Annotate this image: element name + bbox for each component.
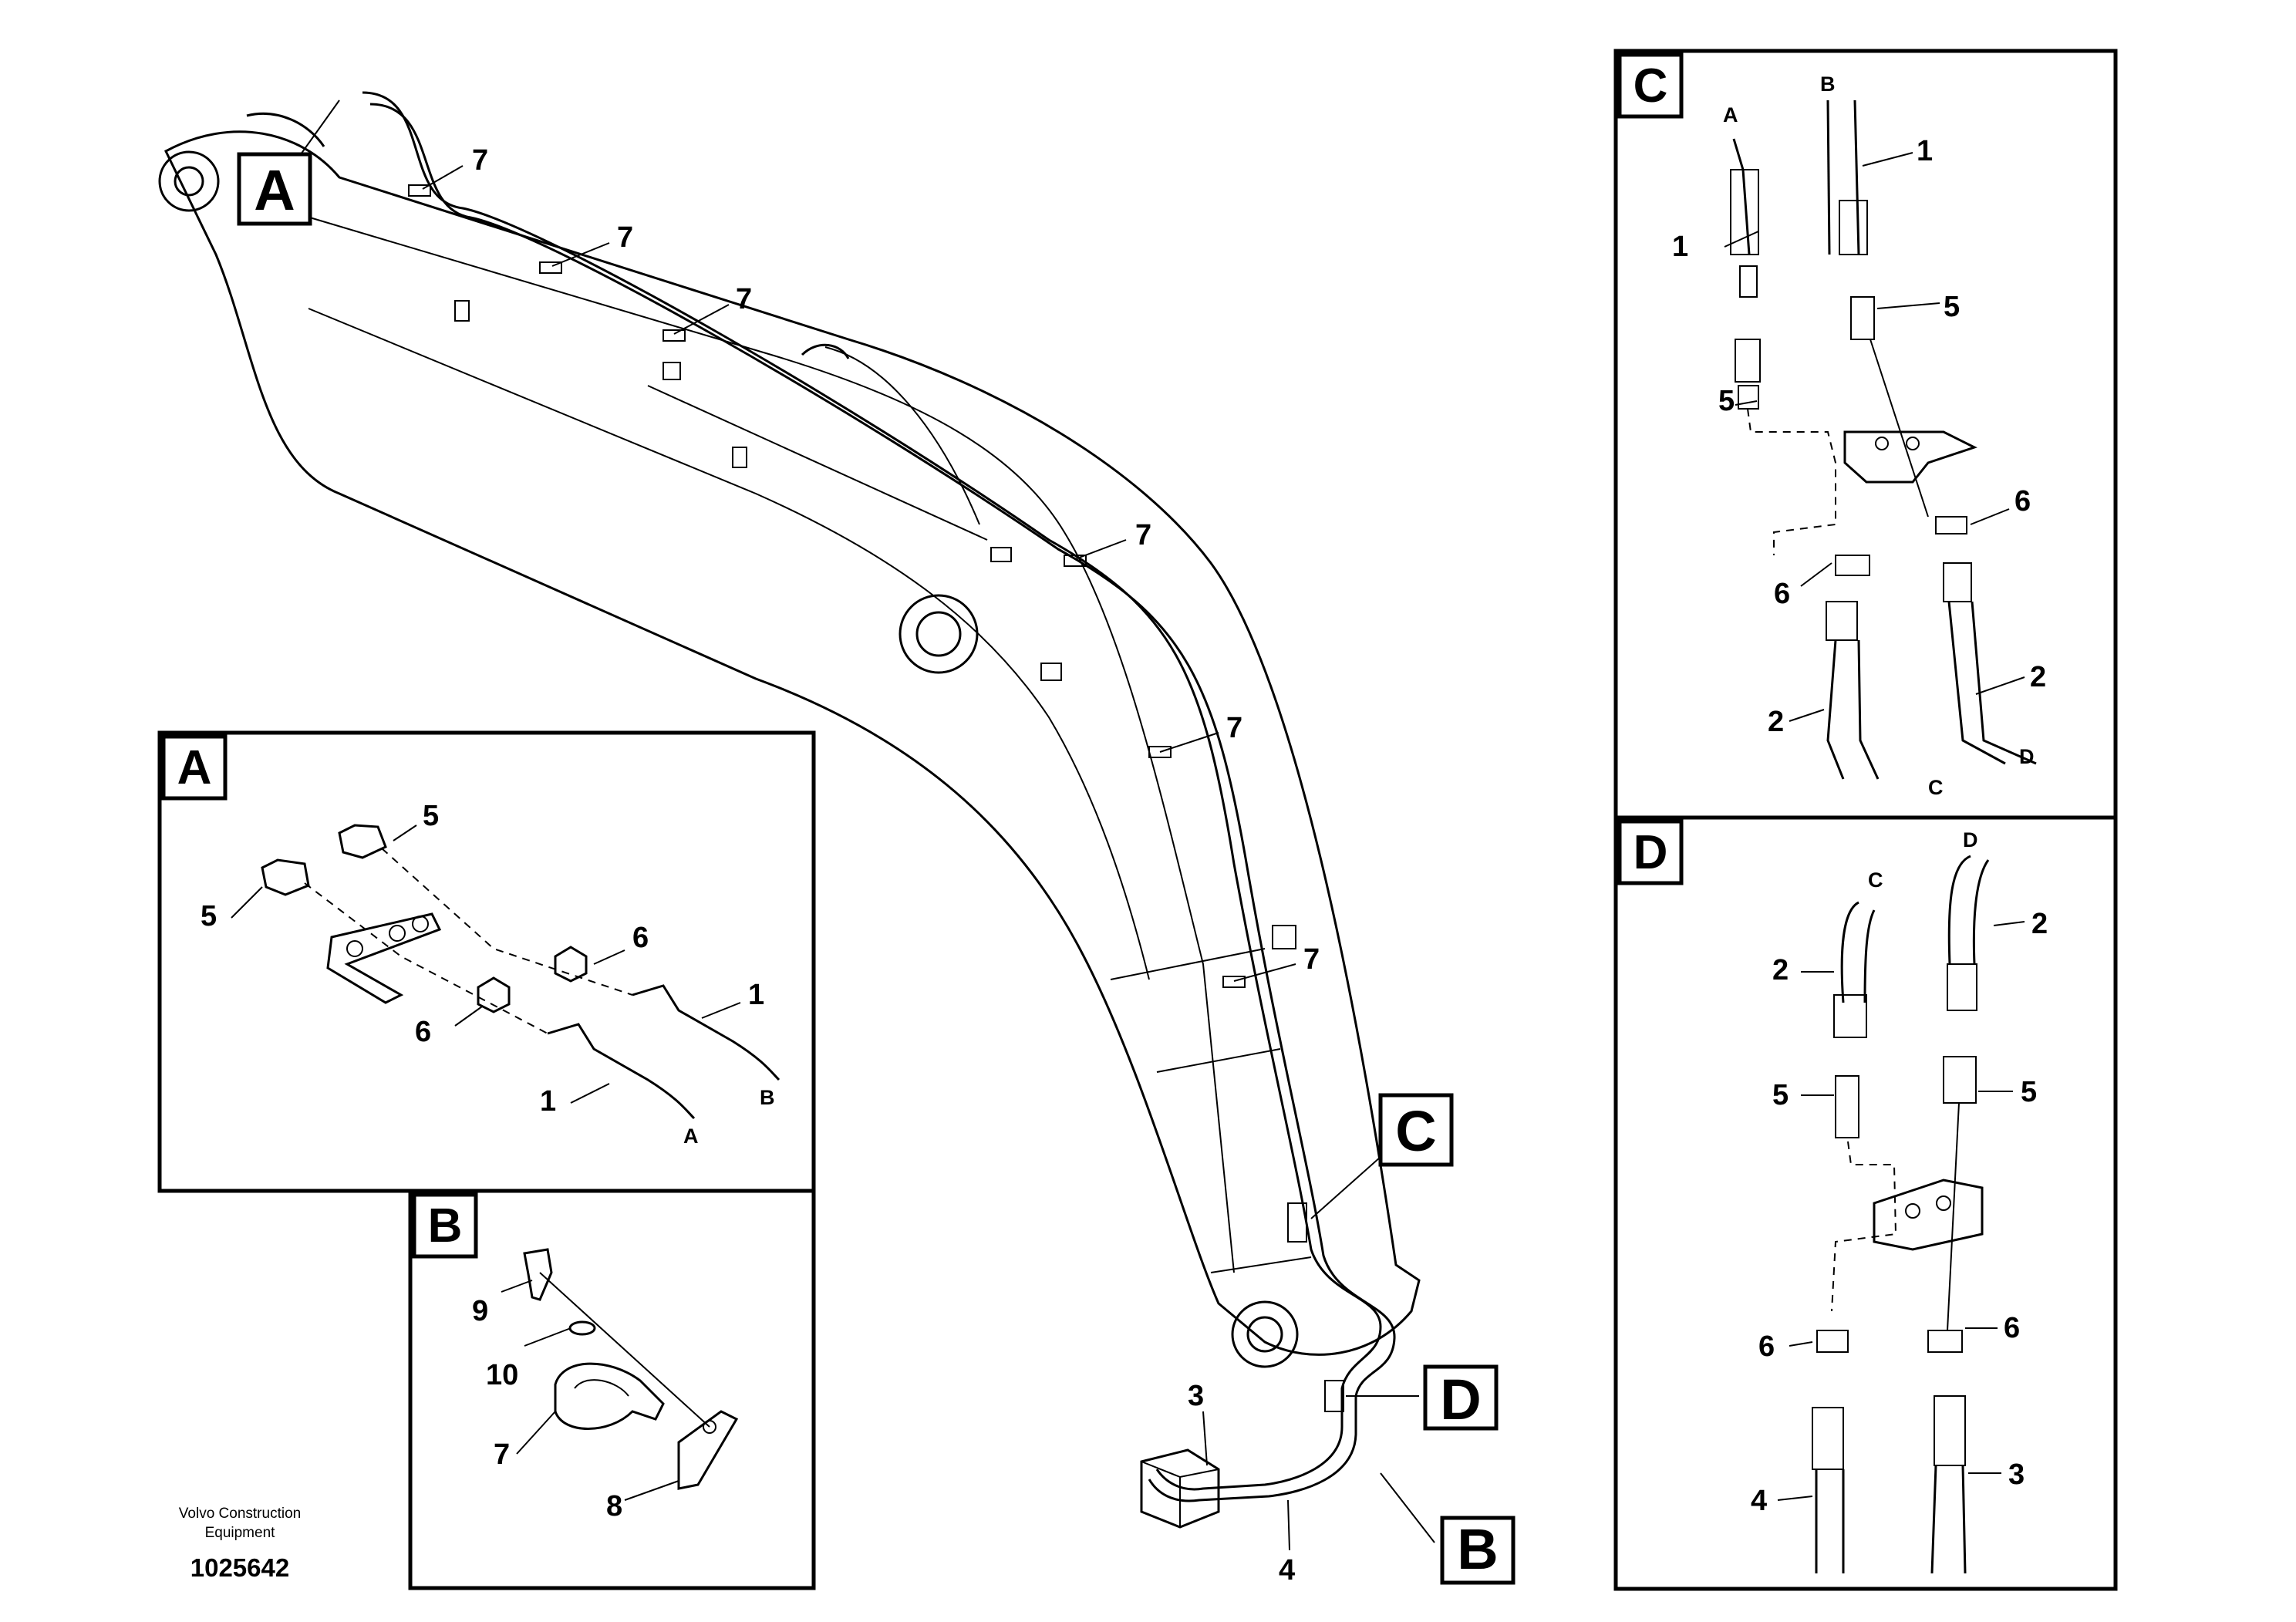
detail-b-title: B xyxy=(428,1199,463,1253)
svg-text:C: C xyxy=(1395,1099,1436,1163)
item-6-label: 6 xyxy=(2004,1312,2020,1344)
item-2-label: 2 xyxy=(1772,954,1789,986)
svg-text:A: A xyxy=(254,158,295,222)
detail-a-panel: A 5 5 6 6 1 1 B A xyxy=(157,730,816,1193)
callout-c-main[interactable]: C xyxy=(1378,1093,1454,1167)
item-5-label: 5 xyxy=(1772,1079,1789,1111)
item-1-label: 1 xyxy=(1672,231,1688,263)
hose-end-b: B xyxy=(760,1086,775,1109)
hose-end-d: D xyxy=(1963,828,1978,851)
hose-end-a: A xyxy=(683,1125,699,1148)
footer-company-line1: Volvo Construction xyxy=(179,1506,301,1522)
item-5-label: 5 xyxy=(201,900,217,932)
boom-hose-pair xyxy=(362,91,1396,1529)
item-5-label: 5 xyxy=(1944,291,1960,323)
item-7-label: 7 xyxy=(494,1438,510,1471)
item-5-label: 5 xyxy=(423,800,439,832)
item-2-label: 2 xyxy=(1768,706,1784,738)
detail-b-panel: B 9 10 7 8 xyxy=(408,1189,816,1590)
callout-d-main[interactable]: D xyxy=(1423,1364,1499,1431)
detail-a-title: A xyxy=(177,741,212,794)
item-2-label: 2 xyxy=(2030,661,2046,693)
footer-part-number: 1025642 xyxy=(190,1553,289,1582)
item-5-label: 5 xyxy=(2021,1076,2037,1108)
item-10-label: 10 xyxy=(486,1359,518,1391)
item-6-label: 6 xyxy=(415,1016,431,1048)
item-4-label: 4 xyxy=(1279,1554,1295,1587)
boom-assembly xyxy=(158,112,1421,1368)
item-6-label: 6 xyxy=(632,922,649,954)
callout-a-main[interactable]: A xyxy=(237,152,312,226)
hose-end-d: D xyxy=(2019,745,2035,768)
item-3-label: 3 xyxy=(1188,1380,1204,1412)
item-6-label: 6 xyxy=(1774,578,1790,610)
item-9-label: 9 xyxy=(472,1295,488,1327)
detail-d-panel: D C D 2 2 5 5 xyxy=(1613,815,2118,1591)
item-5-label: 5 xyxy=(1718,385,1735,417)
item-1-label: 1 xyxy=(540,1085,556,1118)
detail-d-title: D xyxy=(1633,826,1668,879)
hose-end-a: A xyxy=(1723,103,1738,126)
item-7-label: 7 xyxy=(736,283,752,315)
item-7-label: 7 xyxy=(472,144,488,177)
item-7-label: 7 xyxy=(617,221,633,254)
main-leaders xyxy=(300,99,1435,1551)
callout-b-main[interactable]: B xyxy=(1440,1516,1515,1585)
item-6-label: 6 xyxy=(2014,485,2031,518)
footer-company-line2: Equipment xyxy=(205,1525,276,1541)
item-7-label: 7 xyxy=(1135,519,1151,551)
item-1-label: 1 xyxy=(748,979,764,1011)
detail-c-panel: C B A 1 1 5 xyxy=(1613,49,2118,820)
hose-end-c: C xyxy=(1928,776,1944,799)
item-7-label: 7 xyxy=(1226,712,1242,744)
item-8-label: 8 xyxy=(606,1490,622,1523)
detail-c-title: C xyxy=(1633,59,1668,113)
item-7-label: 7 xyxy=(1303,943,1320,976)
hose-end-c: C xyxy=(1868,868,1883,892)
hose-end-b: B xyxy=(1820,73,1836,96)
svg-text:D: D xyxy=(1440,1367,1481,1431)
svg-text:B: B xyxy=(1457,1517,1498,1581)
item-6-label: 6 xyxy=(1758,1330,1775,1363)
item-3-label: 3 xyxy=(2008,1458,2025,1491)
item-4-label: 4 xyxy=(1751,1485,1767,1517)
item-1-label: 1 xyxy=(1917,135,1933,167)
item-2-label: 2 xyxy=(2031,908,2048,940)
